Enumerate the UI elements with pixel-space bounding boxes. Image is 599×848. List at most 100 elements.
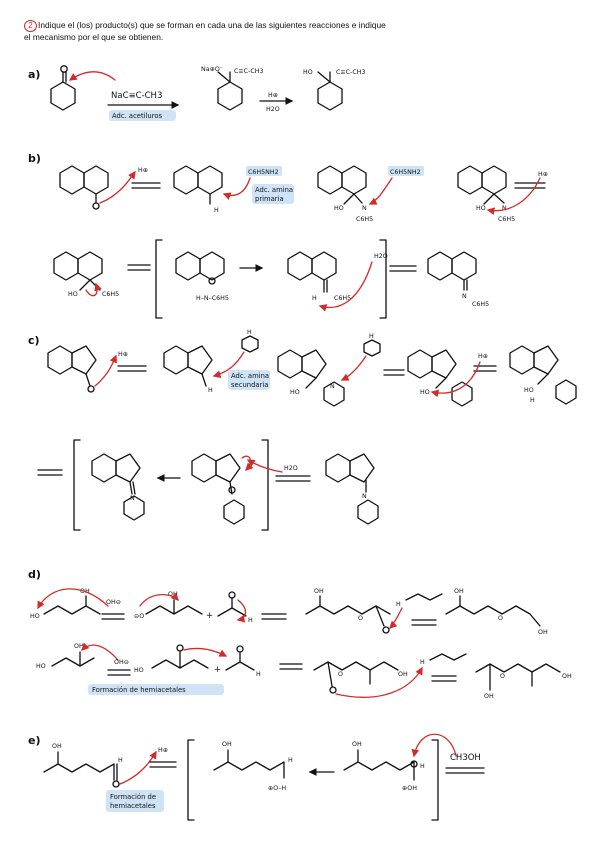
e-mech-line1: Formación de: [110, 793, 156, 801]
c-carbinolamine: HO: [407, 349, 473, 407]
svg-text:N: N: [330, 383, 335, 390]
d-hemiacetal-product-2: O OH OH: [475, 663, 572, 700]
section-d: d) OH HO OH⊖ OH ⊖O + H: [28, 568, 572, 700]
b-imine-product: N C6H5: [427, 251, 489, 308]
svg-text:H: H: [256, 671, 261, 678]
svg-text:OH: OH: [314, 588, 324, 595]
d-alcohol-proton-source: H: [396, 593, 443, 608]
a-product2-alkyne: C≡C-CH3: [336, 69, 365, 76]
svg-text:⊕O–H: ⊕O–H: [268, 785, 286, 792]
svg-text:O: O: [338, 671, 343, 678]
svg-text:OH: OH: [538, 629, 548, 636]
section-c-label: c): [28, 334, 40, 347]
svg-text:H: H: [247, 329, 252, 336]
a-product2-ho: HO: [303, 69, 313, 76]
svg-text:H: H: [396, 601, 401, 608]
e-hplus: H⊕: [158, 747, 168, 754]
a-reagent: NaC≡C-CH3: [111, 91, 162, 101]
c-mech-line2: secundaria: [231, 381, 268, 389]
svg-text:OH: OH: [484, 693, 494, 700]
svg-text:OH: OH: [352, 741, 362, 748]
svg-text:+: +: [214, 665, 221, 675]
d-hydroxide: OH⊖: [106, 599, 121, 606]
b-tetralone-1: [59, 165, 109, 210]
svg-text:HO: HO: [420, 389, 430, 396]
c-enamine-product: N: [325, 453, 379, 525]
c-piperidine-2: H: [363, 333, 381, 357]
c-mech-line1: Adc. amina: [231, 372, 269, 380]
e-bracket-right: [431, 739, 439, 821]
b-bracket-left: [155, 239, 163, 319]
svg-text:C6H5: C6H5: [498, 216, 515, 223]
svg-text:O: O: [498, 615, 503, 622]
svg-text:H–N–C6H5: H–N–C6H5: [196, 295, 229, 302]
c-piperidine-1: H: [241, 329, 259, 353]
svg-text:OH: OH: [454, 588, 464, 595]
svg-text:⊕OH: ⊕OH: [402, 785, 417, 792]
svg-text:HO: HO: [30, 613, 40, 620]
svg-text:H⊕: H⊕: [118, 351, 128, 358]
section-b: b) H⊕ H C6H5NH2 Adc. amina primaria: [28, 152, 548, 319]
svg-text:H: H: [369, 333, 374, 340]
section-b-label: b): [28, 152, 41, 165]
c-h2o: H2O: [284, 465, 298, 472]
oxygen-atom: [60, 65, 68, 73]
svg-text:HO: HO: [476, 205, 486, 212]
svg-text:H⊕: H⊕: [478, 353, 488, 360]
c-protonated: H: [163, 345, 213, 394]
svg-text:C6H5: C6H5: [334, 295, 351, 302]
svg-text:HO: HO: [334, 205, 344, 212]
svg-text:C6H5: C6H5: [356, 216, 373, 223]
svg-text:N: N: [362, 205, 367, 212]
e-methanol: CH3OH: [450, 753, 481, 763]
c-bracket-left: [73, 439, 81, 531]
svg-text:O: O: [358, 615, 363, 622]
svg-text:H: H: [118, 757, 123, 764]
svg-text:H: H: [248, 617, 253, 624]
d-acetaldehyde-1: H: [217, 591, 253, 624]
svg-text:HO: HO: [290, 389, 300, 396]
svg-text:H: H: [530, 397, 535, 404]
svg-text:N: N: [502, 205, 507, 212]
svg-text:HO: HO: [524, 387, 534, 394]
b-tetrahedral-2: HO N C6H5: [457, 165, 515, 223]
section-d-label: d): [28, 568, 41, 581]
question-line-2: el mecanismo por el que se obtienen.: [24, 32, 164, 42]
svg-text:OH: OH: [52, 743, 62, 750]
a-mechanism: Adc. acetiluros: [112, 112, 163, 120]
d-diol-2: OH HO: [36, 643, 95, 670]
d-alkoxide-2: HO: [134, 644, 209, 674]
a-product1-alkyne: C≡C-CH3: [234, 68, 263, 75]
svg-text:C6H5: C6H5: [472, 301, 489, 308]
a-product1-na: Na⊕O⁻: [201, 66, 223, 73]
e-hydroxy-aldehyde: OH H: [43, 743, 123, 788]
b-protonated-ketone: H: [173, 165, 223, 214]
section-a-label: a): [28, 68, 40, 81]
d-hemiacetal-product-1: OH O OH: [445, 588, 548, 636]
svg-text:HO: HO: [68, 291, 78, 298]
a-product2-ring: [317, 81, 343, 111]
svg-text:H: H: [208, 387, 213, 394]
svg-text:OH: OH: [562, 673, 572, 680]
e-mech-line2: hemiacetales: [110, 802, 156, 810]
c-protonated-carbinolamine: HO H: [509, 345, 577, 405]
svg-text:N: N: [362, 493, 367, 500]
svg-text:HO: HO: [134, 667, 144, 674]
a-hplus: H⊕: [268, 92, 278, 99]
cyclohexanone-ring: [50, 81, 76, 111]
svg-text:OH⊖: OH⊖: [114, 659, 129, 666]
svg-text:N: N: [130, 495, 135, 502]
b-amine-2: C6H5NH2: [390, 169, 421, 176]
question-line-1: Indique el (los) producto(s) que se form…: [38, 20, 386, 30]
a-h2o: H2O: [266, 106, 280, 113]
d-acetaldehyde-2: H: [225, 645, 261, 678]
a-product1-ring: [217, 81, 243, 111]
b-amine: C6H5NH2: [248, 169, 279, 176]
d-alcohol-proton-source-2: H: [420, 653, 467, 666]
svg-text:O: O: [500, 673, 505, 680]
svg-text:OH: OH: [74, 643, 84, 650]
d-alkoxide-adduct: OH O: [305, 588, 391, 634]
attack-arrow: [68, 71, 116, 81]
svg-text:H: H: [288, 757, 293, 764]
